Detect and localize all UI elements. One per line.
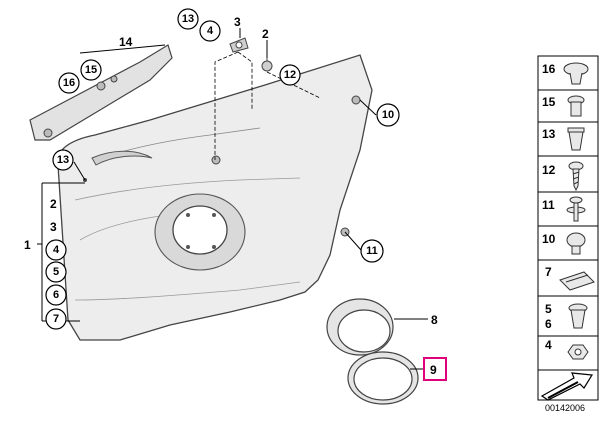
callout-15: 15 [80,59,102,81]
svg-text:13: 13 [57,154,69,166]
speaker-seal-9 [347,351,419,405]
svg-text:15: 15 [85,64,97,76]
nut-icon [567,344,589,360]
label-2: 2 [50,197,57,211]
legend-label-10: 10 [542,232,556,246]
arrow-icon [540,372,594,401]
legend-label-6: 6 [545,317,552,331]
label-14: 14 [119,35,133,49]
svg-text:13: 13 [182,13,194,25]
label-1: 1 [24,238,31,252]
svg-text:16: 16 [63,77,75,89]
callout-7: 7 [45,308,67,330]
callout-9-highlighted[interactable]: 9 [423,357,447,381]
spring-clip-icon [559,271,595,291]
legend-label-16: 16 [542,62,556,76]
speaker-seal-8 [326,298,394,356]
svg-text:4: 4 [53,244,60,256]
document-number: 00142006 [545,403,585,413]
callout-6: 6 [45,284,67,306]
callout-13-left: 13 [52,149,74,171]
svg-text:12: 12 [284,69,296,81]
legend-label-12: 12 [542,163,556,177]
svg-text:5: 5 [53,266,59,278]
callout-5: 5 [45,261,67,283]
label-3: 3 [50,220,57,234]
expansion-clip-icon [567,127,585,151]
callout-12: 12 [279,64,301,86]
label-8: 8 [431,313,438,327]
callout-16: 16 [58,72,80,94]
fir-tree-clip-icon [566,196,586,222]
rivet-icon [567,95,585,117]
legend-label-15: 15 [542,95,556,109]
legend-label-13: 13 [542,127,556,141]
screw-icon [568,161,584,192]
trim-strip [29,44,173,141]
legend-label-11: 11 [542,198,555,212]
legend-label-4: 4 [545,338,552,352]
callout-4-top: 4 [199,20,221,42]
callout-13-top: 13 [177,8,199,30]
top-clips [229,37,273,72]
push-clip-icon [566,232,586,255]
button-clip-icon [563,62,589,85]
callout-11: 11 [360,239,384,263]
legend-label-7: 7 [545,265,552,279]
svg-text:11: 11 [366,245,378,257]
svg-text:9: 9 [430,363,437,377]
callout-10: 10 [376,103,400,127]
svg-text:6: 6 [53,289,59,301]
label-3-top: 3 [234,15,241,29]
grommet-clip-icon [568,303,588,329]
legend-label-5: 5 [545,302,552,316]
svg-text:7: 7 [53,313,59,325]
svg-text:10: 10 [382,109,394,121]
label-2-top: 2 [262,27,269,41]
rear-side-trim-panel [57,54,373,341]
parts-legend: 16 15 13 12 11 10 7 5 6 4 [537,55,599,401]
svg-text:4: 4 [207,25,214,37]
callout-4: 4 [45,239,67,261]
